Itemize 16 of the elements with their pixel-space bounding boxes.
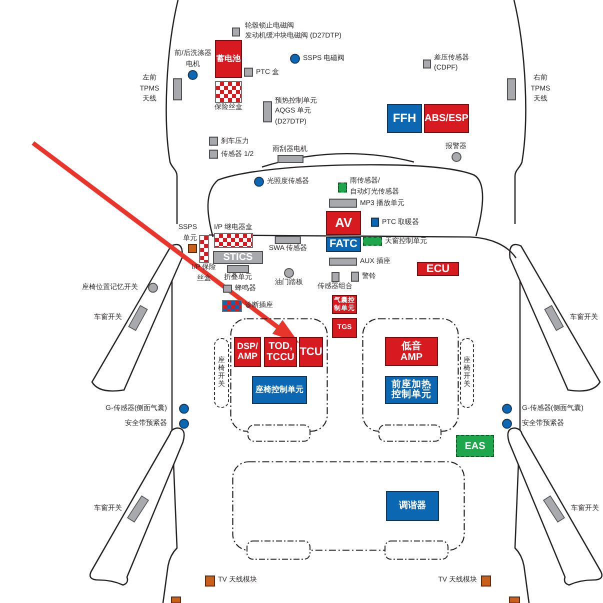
module-box: AV — [326, 211, 361, 235]
module-box: TOD, TCCU — [264, 337, 297, 367]
module-box: 前座加热控制单元 — [385, 376, 438, 404]
module-box: STICS — [213, 251, 263, 264]
module-box: DSP/ AMP — [234, 337, 261, 367]
module-box: EAS — [456, 435, 494, 457]
module-box: 调谐器 — [386, 491, 439, 521]
module-box: 低音 AMP — [385, 337, 438, 366]
module-box: ABS/ESP — [424, 104, 469, 133]
module-box: ECU — [417, 262, 459, 276]
module-box: FFH — [387, 104, 422, 133]
module-box: 座椅控制单元 — [252, 376, 307, 404]
module-box: FATC — [326, 237, 361, 252]
module-box: TCU — [299, 337, 323, 367]
arrow — [32, 141, 299, 344]
module-box: 蓄电池 — [215, 40, 242, 78]
